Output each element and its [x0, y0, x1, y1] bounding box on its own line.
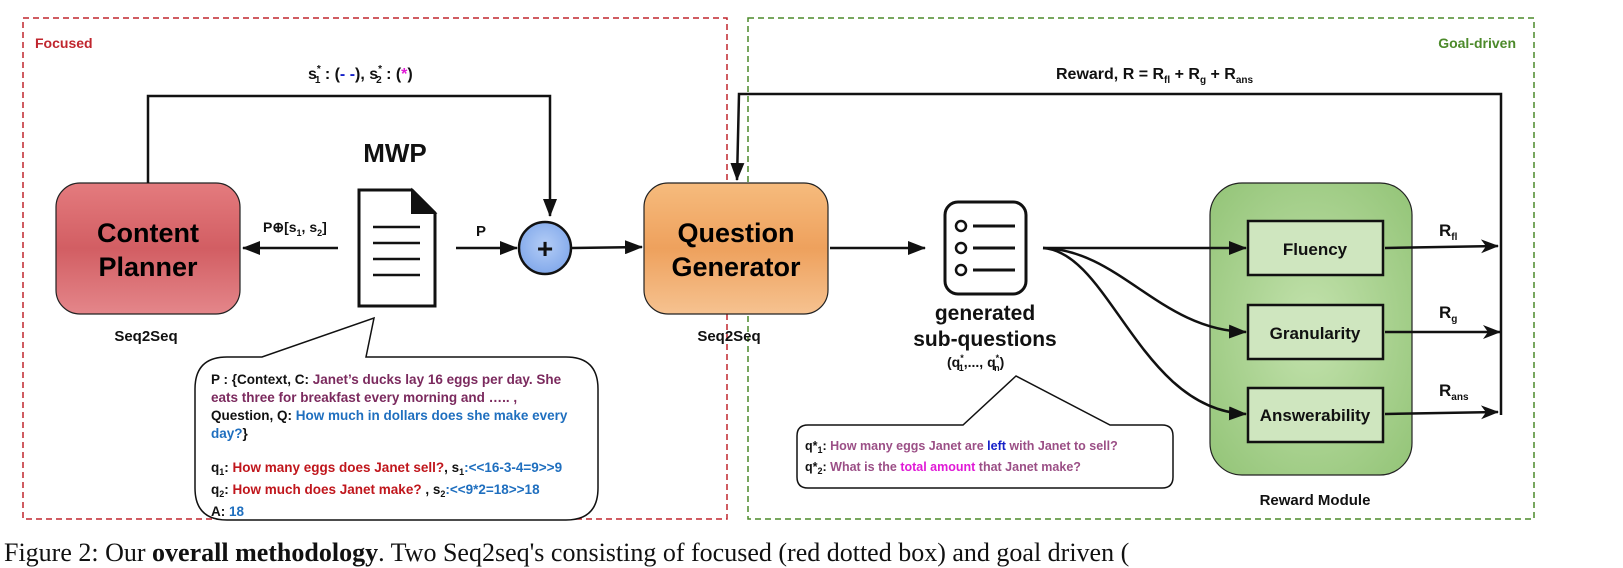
edge-label-p-oplus: P⊕[s1, s2]	[263, 219, 327, 238]
question-generator-line2: Generator	[671, 252, 801, 282]
arrow-r-ans	[1384, 405, 1499, 420]
arrow-to-granularity	[1042, 246, 1247, 339]
r-g-label: Rg	[1439, 303, 1457, 325]
list-icon	[943, 200, 1028, 296]
svg-text:Granularity: Granularity	[1270, 324, 1361, 343]
reward-module-label: Reward Module	[1260, 492, 1371, 509]
generated-line1: generated	[935, 302, 1035, 325]
example-answer: A: 18	[211, 504, 245, 519]
generated-example-text: q*1: How many eggs Janet are left with J…	[805, 438, 1175, 480]
mwp-title: MWP	[363, 138, 427, 168]
planner-output-label: s*1 : (- -), s*2 : (*)	[308, 64, 413, 86]
content-planner-line2: Planner	[98, 252, 198, 282]
example-text: P : {Context, C: Janet’s ducks lay 16 eg…	[211, 371, 591, 521]
r-ans-label: Rans	[1439, 381, 1469, 403]
generated-line2: sub-questions	[913, 328, 1057, 351]
reward-feedback-path	[730, 92, 1503, 415]
arrow-to-answerability	[1042, 246, 1247, 421]
arrow-r-fl	[1384, 239, 1499, 254]
fluency-box: Fluency	[1246, 219, 1385, 277]
reward-formula: Reward, R = Rfl + Rg + Rans	[1056, 66, 1254, 86]
combine-node: +	[517, 220, 573, 276]
generated-q2: q*2: What is the total amount that Janet…	[805, 460, 1081, 476]
focused-label: Focused	[35, 35, 93, 51]
content-planner-line1: Content	[97, 218, 199, 248]
answerability-box: Answerability	[1246, 386, 1385, 444]
example-q1: q1: How many eggs does Janet sell?, s1:<…	[211, 460, 563, 477]
edge-label-p: P	[476, 223, 486, 240]
r-fl-label: Rfl	[1439, 221, 1458, 243]
content-planner-sublabel: Seq2Seq	[114, 328, 177, 345]
svg-text:Fluency: Fluency	[1283, 240, 1348, 259]
arrow-plus-to-generator	[571, 240, 643, 255]
generated-example-bubble	[796, 375, 1174, 489]
generated-q1: q*1: How many eggs Janet are left with J…	[805, 439, 1118, 455]
figure-caption: Figure 2: Our overall methodology. Two S…	[4, 538, 1130, 567]
svg-text:+: +	[537, 233, 553, 264]
svg-text:Answerability: Answerability	[1260, 406, 1371, 425]
content-planner-node: Content Planner	[55, 182, 241, 315]
example-q2: q2: How much does Janet make? , s2:<<9*2…	[211, 482, 540, 499]
planner-feedback-path	[146, 94, 557, 217]
goal-driven-label: Goal-driven	[1438, 35, 1516, 51]
question-generator-line1: Question	[677, 218, 794, 248]
question-generator-sublabel: Seq2Seq	[697, 328, 760, 345]
granularity-box: Granularity	[1246, 303, 1385, 361]
question-generator-node: Question Generator	[643, 182, 829, 315]
document-icon	[357, 187, 438, 308]
example-bubble	[194, 316, 599, 521]
generated-set: (q*1,..., q*n)	[947, 353, 1004, 373]
